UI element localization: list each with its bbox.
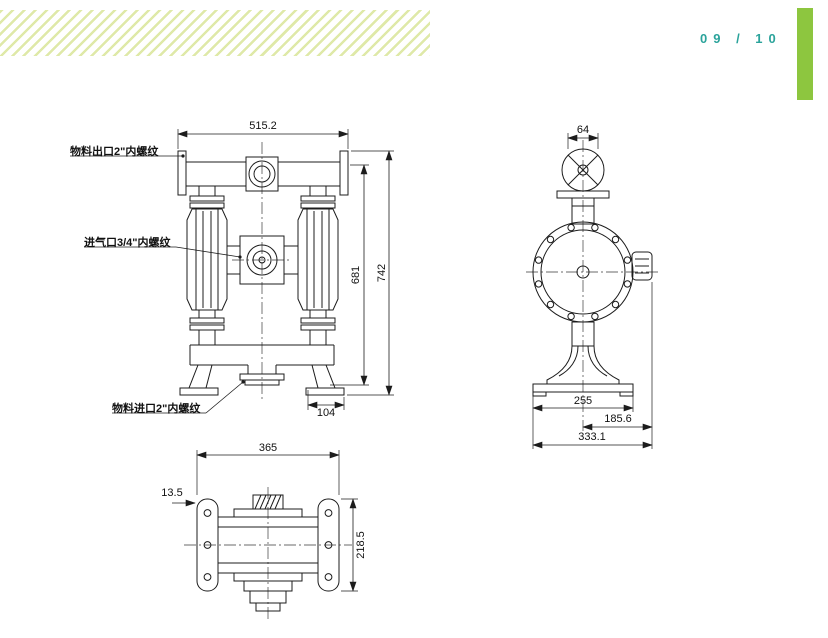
page-number: 09 / 10 [700, 31, 782, 46]
label-material-outlet: 物料出口2"内螺纹 [70, 146, 159, 158]
dim-text-515-2: 515.2 [249, 120, 277, 132]
bottom-extension-lines [196, 450, 358, 592]
front-diaphragm-chambers [186, 208, 339, 311]
dim-text-64: 64 [576, 124, 590, 136]
dim-text-185-6: 185.6 [604, 413, 632, 425]
header-stripe-pattern [0, 10, 430, 56]
front-centerlines [232, 142, 292, 400]
label-air-inlet: 进气口3/4"内螺纹 [84, 237, 171, 249]
front-feet [179, 364, 345, 396]
side-view [526, 133, 658, 449]
dim-text-365: 365 [258, 442, 278, 454]
dim-text-218-5: 218.5 [355, 531, 367, 559]
bottom-dimensions [172, 450, 358, 592]
dim-text-13-5: 13.5 [161, 487, 183, 499]
front-view [70, 129, 394, 414]
side-dimensions [532, 133, 653, 449]
bottom-air-valve-knurl [252, 494, 284, 510]
dim-text-742: 742 [376, 263, 388, 283]
front-dimensions [177, 129, 394, 410]
side-extension-lines [532, 133, 653, 449]
dim-text-333-1: 333.1 [578, 431, 606, 443]
dim-text-104: 104 [316, 407, 336, 419]
front-top-manifold [177, 150, 349, 209]
side-muffler [631, 251, 653, 281]
header-accent-bar [797, 8, 813, 100]
front-leader-lines [70, 154, 245, 414]
side-centerlines [526, 140, 658, 431]
bottom-centerlines [184, 487, 352, 622]
label-material-inlet: 物料进口2"内螺纹 [112, 403, 201, 415]
front-bottom-manifold [189, 310, 336, 386]
dim-text-255: 255 [573, 395, 593, 407]
front-air-valve-body [227, 235, 298, 285]
dim-text-681: 681 [350, 265, 362, 285]
bottom-body [217, 508, 319, 612]
side-top-port [556, 148, 610, 225]
bottom-view [172, 450, 358, 622]
side-stand [532, 321, 634, 397]
